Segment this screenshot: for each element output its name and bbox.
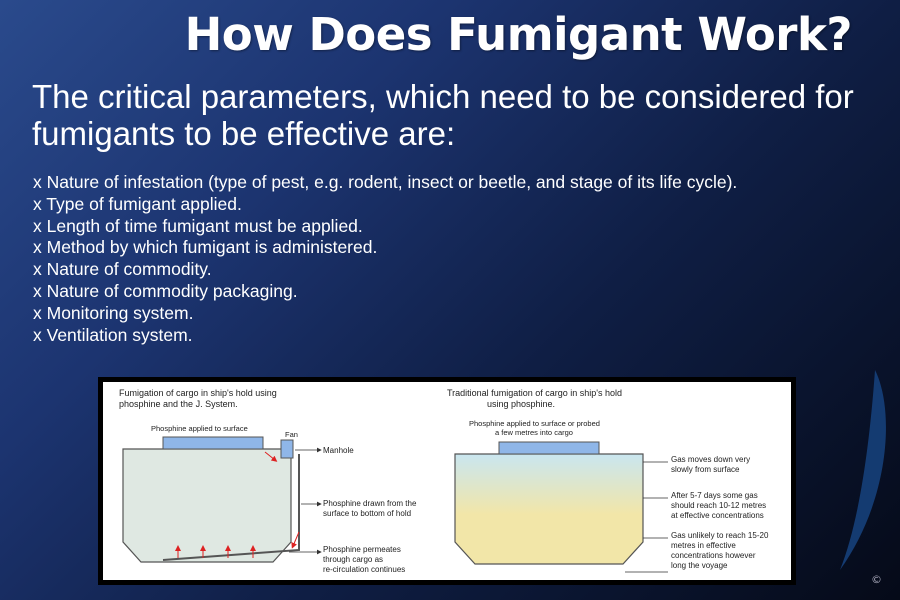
list-item: x Monitoring system.	[33, 302, 194, 323]
list-item: x Nature of infestation (type of pest, e…	[33, 172, 738, 192]
parameter-list: x Nature of infestation (type of pest, e…	[33, 172, 737, 346]
list-item: x Ventilation system.	[33, 324, 193, 345]
left-caption: phosphine and the J. System.	[119, 399, 238, 409]
gas1-label: Gas moves down very	[671, 455, 750, 464]
list-item: x Method by which fumigant is administer…	[33, 237, 378, 258]
gas1-label: slowly from surface	[671, 465, 740, 474]
gas3-label: long the voyage	[671, 561, 728, 570]
copyright-mark: ©	[871, 573, 882, 586]
right-surface-label: a few metres into cargo	[495, 428, 573, 437]
right-caption: Traditional fumigation of cargo in ship'…	[447, 388, 622, 398]
gas2-label: at effective concentrations	[671, 511, 764, 520]
gas2-label: After 5-7 days some gas	[671, 491, 758, 500]
gas3-label: Gas unlikely to reach 15-20	[671, 531, 769, 540]
gas3-label: concentrations however	[671, 551, 756, 560]
right-surface-label: Phosphine applied to surface or probed	[469, 419, 600, 428]
gas3-label: metres in effective	[671, 541, 736, 550]
flow-arrow	[291, 531, 300, 549]
drawn-label: surface to bottom of hold	[323, 509, 411, 518]
fan-icon	[280, 439, 294, 459]
right-hold-shape	[454, 453, 644, 565]
left-caption: Fumigation of cargo in ship's hold using	[119, 388, 277, 398]
permeate-label: Phosphine permeates	[323, 545, 401, 554]
right-hatch	[498, 441, 600, 455]
intro-text: The critical parameters, which need to b…	[32, 78, 854, 152]
fan-label: Fan	[285, 430, 298, 439]
permeate-label: re-circulation continues	[323, 565, 405, 574]
flow-arrow	[264, 451, 278, 462]
left-hatch	[162, 436, 264, 450]
manhole-label: Manhole	[323, 446, 354, 455]
list-item: x Nature of commodity packaging.	[33, 280, 298, 301]
page-title: How Does Fumigant Work?	[184, 8, 853, 61]
list-item: x Nature of commodity.	[33, 259, 212, 280]
gas2-label: should reach 10-12 metres	[671, 501, 766, 510]
drawn-label: Phosphine drawn from the	[323, 499, 417, 508]
fumigation-diagram: Fumigation of cargo in ship's hold using…	[98, 377, 796, 585]
crescent-decoration	[840, 370, 886, 570]
left-surface-label: Phosphine applied to surface	[151, 424, 248, 433]
list-item: x Type of fumigant applied.	[33, 193, 242, 214]
list-item: x Length of time fumigant must be applie…	[33, 215, 363, 236]
permeate-label: through cargo as	[323, 555, 383, 564]
recirculation-pipe	[162, 454, 300, 561]
right-caption: using phosphine.	[487, 399, 555, 409]
left-hold-shape	[122, 448, 292, 563]
